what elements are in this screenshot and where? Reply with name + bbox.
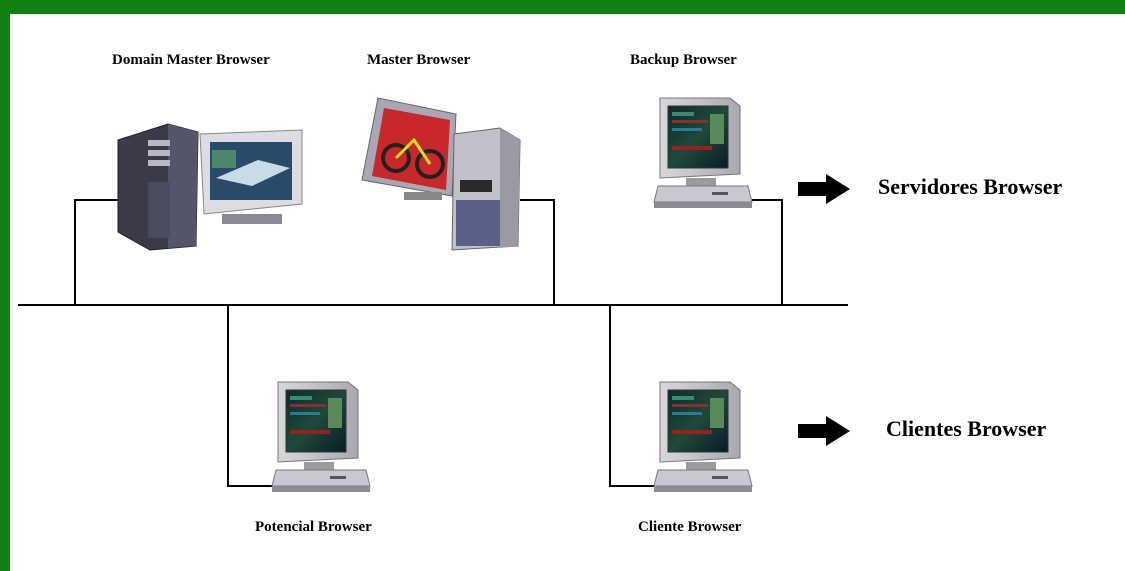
arrow-right-icon bbox=[798, 416, 850, 446]
label-servidores: Servidores Browser bbox=[878, 174, 1063, 199]
link-potencial bbox=[227, 305, 278, 487]
link-cliente bbox=[609, 305, 655, 487]
frame-left bbox=[0, 0, 10, 571]
network-lines bbox=[18, 199, 848, 487]
monitor-with-tower-icon bbox=[361, 97, 521, 251]
link-domain-master bbox=[74, 199, 118, 305]
link-master bbox=[520, 199, 555, 305]
label-cliente: Cliente Browser bbox=[638, 519, 742, 535]
arrow-right-icon bbox=[798, 174, 850, 204]
label-domain-master: Domain Master Browser bbox=[112, 52, 270, 68]
frame-top bbox=[0, 0, 1125, 14]
label-clientes: Clientes Browser bbox=[886, 416, 1047, 441]
label-master: Master Browser bbox=[367, 52, 471, 68]
label-potencial: Potencial Browser bbox=[255, 519, 372, 535]
label-backup: Backup Browser bbox=[630, 52, 737, 68]
link-backup bbox=[752, 199, 783, 305]
desktop-computer-icon bbox=[653, 381, 753, 493]
tower-pc-with-monitor-icon bbox=[117, 123, 303, 251]
desktop-computer-icon bbox=[653, 97, 753, 209]
desktop-computer-icon bbox=[271, 381, 371, 493]
